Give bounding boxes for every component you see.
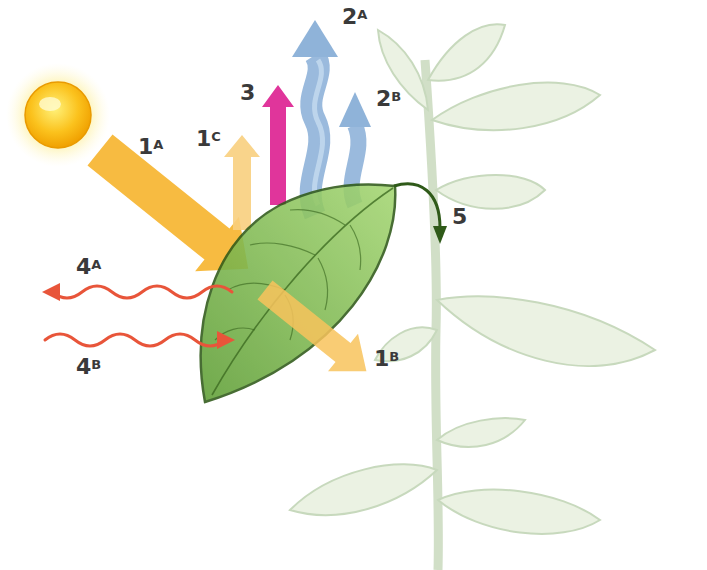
leaf-blade xyxy=(201,184,396,402)
plant-leaf xyxy=(437,418,525,447)
transmitted-light-arrow xyxy=(258,281,367,372)
leaf-stalk-arrow-head xyxy=(433,226,447,244)
callout-number: 5 xyxy=(452,204,467,230)
plant-leaf xyxy=(436,175,545,209)
plant-leaf xyxy=(428,24,505,80)
leaf-midrib xyxy=(212,188,393,395)
callout-number: 3 xyxy=(240,80,255,106)
leaf-stalk-arrow xyxy=(394,184,440,228)
plant-leaf xyxy=(438,490,600,534)
heat-arrow-head xyxy=(42,283,60,301)
callout-number: 1B xyxy=(374,346,399,372)
callout-number: 4B xyxy=(76,354,101,380)
heat-wave xyxy=(52,286,232,298)
sun xyxy=(25,82,91,148)
heat-arrow-head xyxy=(217,331,235,349)
leaf-vein xyxy=(250,243,315,255)
vapour-arrow-head xyxy=(339,92,371,127)
plant-stem xyxy=(425,60,438,570)
callout-number: 2B xyxy=(376,86,401,112)
light-arrow xyxy=(88,134,249,271)
sun-highlight xyxy=(39,97,61,111)
leaf-vein xyxy=(290,210,345,225)
reflected-light-arrow xyxy=(224,135,260,230)
callout-number: 1C xyxy=(196,126,221,152)
vapour-arrow-shine xyxy=(314,60,322,205)
plant-leaf xyxy=(432,83,600,131)
sun-glow xyxy=(6,63,110,167)
heat-arrows xyxy=(45,286,232,346)
leaf-vein xyxy=(350,225,361,270)
vapour-arrow-head xyxy=(292,20,338,57)
plant-leaf xyxy=(437,297,655,366)
callout-number: 4A xyxy=(76,254,101,280)
emission-arrow xyxy=(262,85,294,205)
heat-wave xyxy=(45,334,225,346)
callout-number: 1A xyxy=(138,134,163,160)
callout-number: 2A xyxy=(342,4,367,30)
plant-leaf xyxy=(290,464,437,515)
leaf-vein xyxy=(318,258,328,310)
leaf xyxy=(201,184,447,402)
